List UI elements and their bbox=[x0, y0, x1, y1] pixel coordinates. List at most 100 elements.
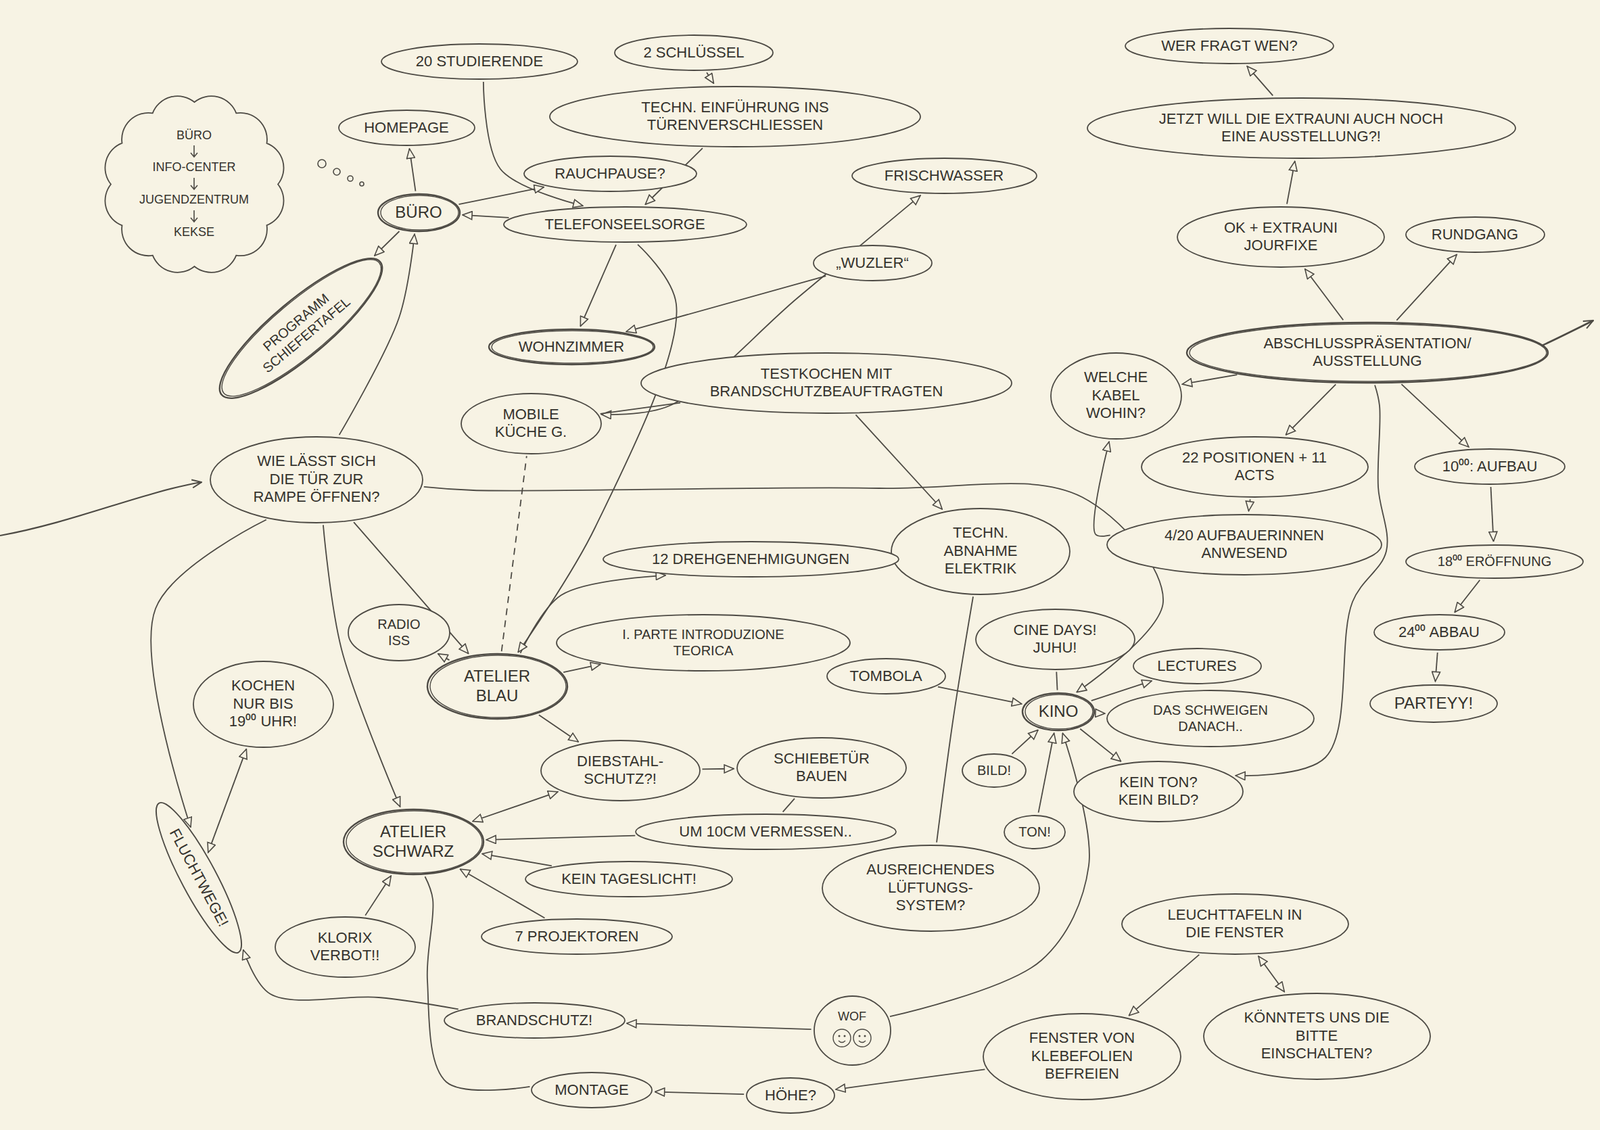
bubble-content: WOHNZIMMER bbox=[518, 338, 625, 356]
connector bbox=[1305, 269, 1344, 321]
connector bbox=[208, 749, 247, 853]
face-eye bbox=[864, 1034, 867, 1037]
connector bbox=[486, 835, 635, 840]
connector bbox=[462, 215, 509, 218]
node-text: 22 POSITIONEN + 11 ACTS bbox=[1180, 449, 1329, 485]
bubble-content: HOMEPAGE bbox=[363, 119, 450, 137]
ellipse-shape bbox=[814, 996, 891, 1066]
idea-bubble: MOBILE KÜCHE G. bbox=[459, 392, 603, 456]
bubble-content: KÖNNTETS UNS DIE BITTE EINSCHALTEN? bbox=[1242, 1008, 1392, 1063]
idea-bubble: OK + EXTRAUNI JOURFIXE bbox=[1175, 205, 1386, 269]
ellipse-shape bbox=[641, 353, 1012, 414]
thought-dot bbox=[347, 175, 354, 182]
node-text: TESTKOCHEN MIT BRANDSCHUTZBEAUFTRAGTEN bbox=[701, 365, 952, 402]
bubble-content: LEUCHTTAFELN IN DIE FENSTER bbox=[1160, 906, 1310, 943]
idea-bubble: PARTEYY! bbox=[1368, 683, 1499, 724]
ellipse-shape bbox=[1004, 815, 1066, 849]
bubble-content: TELEFONSEELSORGE bbox=[544, 215, 705, 234]
idea-bubble: 24⁰⁰ ABBAU bbox=[1372, 613, 1507, 652]
idea-bubble: JETZT WILL DIE EXTRAUNI AUCH NOCH EINE A… bbox=[1086, 96, 1517, 160]
connector bbox=[1454, 580, 1480, 613]
idea-bubble: FLUCHTWEGE! bbox=[142, 793, 257, 963]
bubble-content: WOF bbox=[830, 1009, 874, 1052]
node-text: TOMBOLA bbox=[849, 667, 922, 686]
ellipse-shape bbox=[737, 737, 907, 798]
node-text: LEUCHTTAFELN IN DIE FENSTER bbox=[1160, 906, 1310, 943]
connector bbox=[1094, 441, 1111, 537]
node-text: JUGENDZENTRUM bbox=[139, 192, 249, 208]
bubble-content: 24⁰⁰ ABBAU bbox=[1398, 623, 1480, 642]
ellipse-shape bbox=[193, 661, 334, 748]
ellipse-shape bbox=[338, 110, 475, 146]
idea-bubble: BÜROINFO-CENTERJUGENDZENTRUMKEKSE bbox=[97, 88, 292, 280]
node-text: TELEFONSEELSORGE bbox=[544, 215, 705, 234]
connector bbox=[706, 72, 714, 84]
ellipse-shape bbox=[635, 814, 897, 850]
idea-bubble: KEIN TAGESLICHT! bbox=[524, 860, 734, 899]
face-mouth bbox=[838, 1040, 846, 1043]
bubble-outline bbox=[555, 613, 852, 673]
connector bbox=[1285, 384, 1336, 435]
bubble-content: UM 10CM VERMESSEN.. bbox=[678, 822, 853, 841]
face-outline bbox=[833, 1029, 851, 1047]
ellipse-shape bbox=[852, 158, 1037, 194]
bubble-content: PROGRAMM SCHIEFERTAFEL bbox=[238, 271, 364, 384]
flow-arrow bbox=[187, 208, 201, 224]
idea-bubble: TECHN. EINFÜHRUNG INS TÜRENVERSCHLIESSEN bbox=[548, 85, 922, 149]
node-text: SCHIEBETÜR BAUEN bbox=[767, 749, 876, 786]
idea-bubble: KEIN TON? KEIN BILD? bbox=[1072, 760, 1245, 823]
idea-bubble: TECHN. ABNAHME ELEKTRIK bbox=[889, 507, 1072, 596]
bubble-content: KEIN TAGESLICHT! bbox=[561, 870, 697, 888]
bubble-content: ATELIER SCHWARZ bbox=[369, 822, 458, 862]
ellipse-shape bbox=[746, 1077, 835, 1114]
node-text: ATELIER BLAU bbox=[453, 666, 541, 707]
node-text: DAS SCHWEIGEN DANACH.. bbox=[1142, 701, 1279, 735]
flow-arrow-line bbox=[190, 210, 198, 222]
idea-bubble: ABSCHLUSSPRÄSENTATION/ AUSSTELLUNG bbox=[1185, 321, 1550, 385]
ellipse-shape bbox=[1073, 761, 1243, 822]
node-text: ATELIER SCHWARZ bbox=[369, 822, 458, 862]
idea-bubble: FRISCHWASSER bbox=[850, 156, 1039, 195]
node-text: I. PARTE INTRODUZIONE TEORICA bbox=[605, 626, 802, 659]
bubble-content: LECTURES bbox=[1157, 657, 1237, 675]
node-text: PROGRAMM SCHIEFERTAFEL bbox=[238, 271, 364, 384]
idea-bubble: SCHIEBETÜR BAUEN bbox=[735, 736, 908, 800]
idea-bubble: BILD! bbox=[960, 752, 1028, 789]
idea-bubble: UM 10CM VERMESSEN.. bbox=[634, 812, 898, 851]
bubble-content: WER FRAGT WEN? bbox=[1161, 37, 1298, 55]
connector bbox=[458, 187, 544, 205]
bubble-content: MOBILE KÜCHE G. bbox=[486, 405, 575, 442]
bubble-content: FENSTER VON KLEBEFOLIEN BEFREIEN bbox=[1017, 1029, 1147, 1083]
node-text: BRANDSCHUTZ! bbox=[476, 1011, 593, 1030]
node-text: FENSTER VON KLEBEFOLIEN BEFREIEN bbox=[1017, 1029, 1147, 1083]
connector bbox=[1434, 652, 1438, 682]
ellipse-shape bbox=[1414, 449, 1565, 485]
idea-bubble: MONTAGE bbox=[530, 1071, 654, 1110]
node-text: DIEBSTAHL- SCHUTZ?! bbox=[569, 752, 671, 789]
node-text: WER FRAGT WEN? bbox=[1161, 37, 1298, 55]
node-text: HÖHE? bbox=[764, 1086, 817, 1105]
ellipse-retrace bbox=[491, 330, 654, 364]
ellipse-shape bbox=[1405, 217, 1545, 253]
node-text: CINE DAYS! JUHU! bbox=[1004, 621, 1106, 658]
ellipse-shape bbox=[444, 1002, 625, 1039]
ellipse-shape bbox=[1022, 693, 1095, 731]
ellipse-shape bbox=[1177, 206, 1385, 268]
idea-bubble: KINO bbox=[1021, 691, 1096, 732]
idea-bubble: HOMEPAGE bbox=[337, 108, 477, 147]
connector bbox=[482, 854, 552, 867]
thought-dot bbox=[359, 181, 364, 186]
ellipse-shape bbox=[603, 541, 899, 577]
bubble-content: MONTAGE bbox=[554, 1081, 629, 1099]
connector bbox=[438, 653, 450, 661]
bubble-content: KINO bbox=[1038, 701, 1079, 722]
ellipse-shape bbox=[203, 240, 399, 416]
idea-bubble: 22 POSITIONEN + 11 ACTS bbox=[1140, 435, 1370, 499]
ellipse-shape bbox=[427, 653, 568, 719]
connector bbox=[1491, 486, 1494, 542]
connector bbox=[783, 798, 795, 813]
node-text: 18⁰⁰ ERÖFFNUNG bbox=[1437, 553, 1552, 570]
ellipse-shape bbox=[975, 609, 1135, 670]
idea-bubble: LEUCHTTAFELN IN DIE FENSTER bbox=[1120, 892, 1350, 956]
connector bbox=[365, 875, 391, 915]
